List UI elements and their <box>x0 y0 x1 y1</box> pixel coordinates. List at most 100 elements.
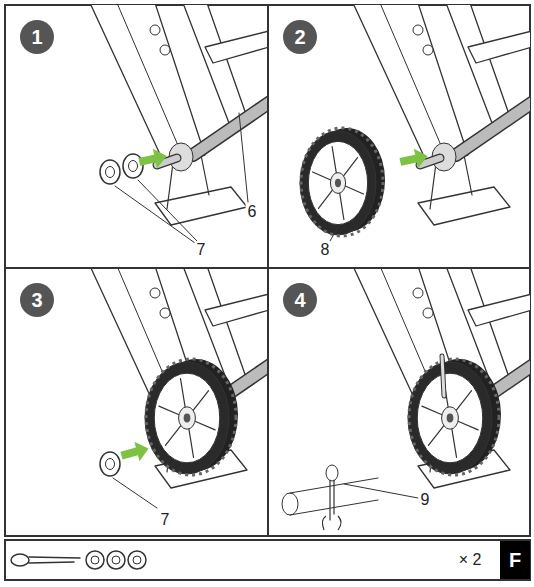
frame-line <box>464 155 472 195</box>
callout-number: 6 <box>246 203 259 221</box>
callout-number: 7 <box>159 511 172 529</box>
hub <box>330 173 345 194</box>
tire <box>300 131 376 235</box>
frame-line <box>29 557 80 558</box>
node-text: 3 <box>31 290 42 310</box>
cross-bar <box>205 31 267 63</box>
washer-icon <box>133 556 141 564</box>
node-shape <box>500 541 530 579</box>
washer-icon <box>91 556 99 564</box>
hinge-bolt <box>423 308 433 318</box>
callout-number: 8 <box>319 241 332 259</box>
pin-inset <box>282 465 378 530</box>
spoke <box>195 421 215 430</box>
washer-icon <box>107 551 125 569</box>
spoke <box>456 391 471 411</box>
hardware-icons <box>11 551 146 569</box>
cotter-pin <box>442 356 444 396</box>
axle <box>456 100 530 155</box>
leg-edge <box>380 5 446 157</box>
tread <box>146 359 236 475</box>
spoke <box>318 190 332 208</box>
leader-line <box>138 180 197 241</box>
spoke <box>189 429 194 457</box>
spoke <box>332 146 336 172</box>
axle <box>193 100 267 155</box>
washer-icon <box>112 556 120 564</box>
hinge-bolt <box>150 288 160 298</box>
spoke <box>340 193 344 219</box>
hinge-bolt <box>423 45 433 55</box>
node-shape <box>283 20 317 54</box>
washer-icon <box>128 551 146 569</box>
axle-tube <box>282 493 298 515</box>
washer-hole <box>129 161 138 172</box>
washer <box>123 154 143 178</box>
wheel <box>408 359 501 475</box>
node-shape <box>283 283 317 317</box>
direction-arrow <box>119 439 151 466</box>
quantity-label: × 2 <box>457 551 484 569</box>
grill-leg <box>183 5 247 123</box>
node-text: 1 <box>31 27 42 47</box>
hinge-bolt <box>413 25 423 35</box>
spoke <box>452 429 457 457</box>
wheel <box>145 359 238 475</box>
washer-hole <box>106 167 115 178</box>
direction-arrow <box>398 146 430 171</box>
callout-number: 9 <box>419 491 432 509</box>
rim <box>308 141 367 224</box>
section-tag: F <box>500 541 530 579</box>
washer-icon <box>86 551 104 569</box>
node-shape <box>20 20 54 54</box>
step-panel <box>90 268 267 508</box>
leader-line <box>239 113 248 202</box>
parts-strip <box>5 540 530 580</box>
hub <box>179 407 196 429</box>
leader-line <box>115 186 195 243</box>
hub-hole <box>335 179 341 187</box>
leader-line <box>344 484 418 498</box>
hinge-bolt <box>150 25 160 35</box>
grill-leg <box>90 5 205 165</box>
hub-hole <box>184 414 191 423</box>
spoke <box>159 406 179 415</box>
hinge-bolt <box>413 288 423 298</box>
cotter-pin <box>442 356 444 396</box>
frame-line <box>29 562 74 563</box>
direction-arrow <box>137 146 169 171</box>
spoke <box>165 426 180 446</box>
leader-line <box>113 478 157 508</box>
step-panel <box>300 5 530 241</box>
spoke <box>180 379 185 407</box>
washer <box>100 160 120 184</box>
bend-arrow <box>338 516 341 530</box>
outer-frame <box>5 5 530 536</box>
spoke <box>313 172 331 180</box>
node-shape <box>20 283 54 317</box>
leg-edge <box>117 5 183 157</box>
axle <box>456 100 530 155</box>
frame-line <box>430 163 436 209</box>
hub-hole <box>447 414 454 423</box>
washer-hole <box>106 459 115 470</box>
spoke <box>422 406 442 415</box>
cotter-pin-icon <box>11 554 29 566</box>
leader-line <box>330 227 338 241</box>
hinge-bolt <box>160 45 170 55</box>
cotter-pin <box>333 480 334 514</box>
frame-line <box>167 163 173 209</box>
grill-leg <box>446 5 510 123</box>
step-panel <box>282 268 530 530</box>
washer <box>100 452 120 476</box>
axle <box>193 100 267 155</box>
cotter-pin <box>326 465 338 481</box>
spoke <box>344 158 358 176</box>
cotter-pin <box>329 480 330 520</box>
step-number: 3 <box>20 283 54 317</box>
wheel <box>300 128 385 236</box>
step-number: 1 <box>20 20 54 54</box>
step-panel <box>90 5 267 243</box>
